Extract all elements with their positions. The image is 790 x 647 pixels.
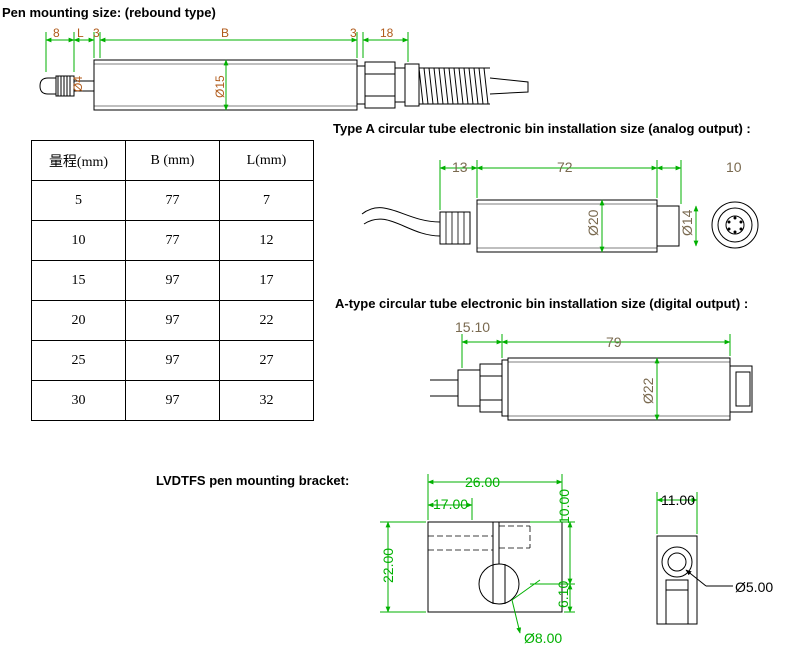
type-a-drawing: 13 72 10 Ø20 Ø14: [361, 159, 759, 253]
table-cell: 5: [31, 180, 126, 221]
pen-dim-18: 18: [380, 26, 394, 40]
pen-dim-b: B: [221, 26, 229, 40]
type-a-dim-13: 13: [452, 159, 468, 175]
bracket-dim-10: 10.00: [556, 489, 572, 524]
a-type-dim-dia22: Ø22: [640, 377, 656, 404]
type-a-end-view: [711, 201, 759, 249]
pen-dim-l: L: [77, 26, 84, 40]
table-cell: 97: [125, 380, 220, 421]
table-cell: 7: [219, 180, 314, 221]
pen-dim-dia15: Ø15: [213, 75, 227, 98]
pen-nut: [364, 61, 396, 109]
pen-spring: [418, 67, 489, 105]
table-cell: 17: [219, 260, 314, 301]
header-range: 量程(mm): [31, 140, 126, 181]
bracket-dim-26: 26.00: [465, 474, 500, 490]
type-a-body: [476, 199, 658, 253]
bracket-dim-22: 22.00: [380, 548, 396, 583]
table-cell: 30: [31, 380, 126, 421]
bracket-side-bore: [661, 546, 693, 578]
type-a-dim-72: 72: [557, 159, 573, 175]
table-cell: 12: [219, 220, 314, 261]
a-type-connector: [729, 365, 753, 413]
type-a-dim-dia14: Ø14: [679, 209, 695, 236]
bracket-dim-17: 17.00: [433, 496, 468, 512]
a-type-gland-nut: [457, 369, 481, 407]
bracket-dim-dia8: Ø8.00: [524, 630, 562, 646]
type-a-gland: [439, 211, 471, 245]
a-type-dim-15-10: 15.10: [455, 319, 490, 335]
a-type-drawing: 15.10 79 Ø22: [430, 319, 753, 421]
bracket-drawing: 26.00 17.00 10.00 22.00 6.10 Ø8.00 11.00…: [380, 474, 773, 646]
type-a-analog-heading: Type A circular tube electronic bin inst…: [333, 121, 751, 136]
a-type-dim-79: 79: [606, 334, 622, 350]
type-a-dim-dia20: Ø20: [585, 209, 601, 236]
pen-dim-3b: 3: [350, 26, 357, 40]
table-cell: 32: [219, 380, 314, 421]
type-a-dim-10: 10: [726, 159, 742, 175]
table-cell: 27: [219, 340, 314, 381]
bracket-dim-11: 11.00: [661, 492, 695, 508]
a-type-digital-heading: A-type circular tube electronic bin inst…: [335, 296, 749, 311]
pen-dim-3a: 3: [93, 26, 100, 40]
type-a-connector: [656, 205, 680, 247]
header-l: L(mm): [219, 140, 314, 181]
table-cell: 97: [125, 340, 220, 381]
pen-dim-dia4: Ø4: [71, 76, 85, 92]
pen-drawing: 8 L 3 B 3 18 Ø15 Ø4: [39, 26, 529, 111]
table-cell: 15: [31, 260, 126, 301]
bracket-dim-6-10: 6.10: [555, 581, 571, 608]
pen-mounting-heading: Pen mounting size: (rebound type): [2, 5, 216, 20]
pen-tip: [39, 77, 57, 95]
a-type-gland: [479, 363, 503, 413]
bracket-bore: [478, 563, 520, 605]
bracket-heading: LVDTFS pen mounting bracket:: [156, 473, 350, 488]
pen-cable: [489, 77, 529, 95]
pen-dim-8: 8: [53, 26, 60, 40]
bracket-dim-dia5: Ø5.00: [735, 579, 773, 595]
a-type-body: [507, 357, 731, 421]
